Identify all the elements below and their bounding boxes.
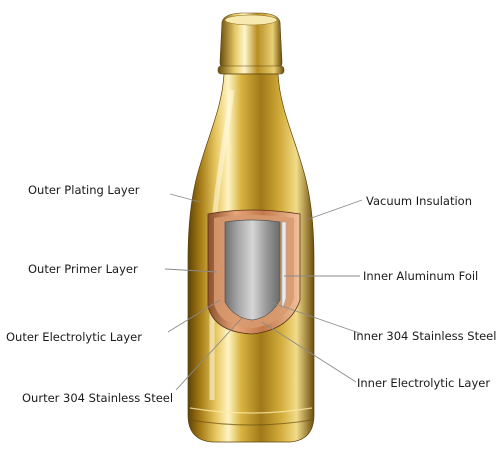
label-outer-electrolytic-layer: Outer Electrolytic Layer xyxy=(6,330,142,344)
label-vacuum-insulation: Vacuum Insulation xyxy=(366,194,472,208)
bottle-cap-ring xyxy=(217,65,285,75)
leader-outer-electrolytic-layer xyxy=(167,299,221,333)
label-inner-304-stainless-steel: Inner 304 Stainless Steel xyxy=(353,329,496,343)
bottle-bottom-rib-2 xyxy=(189,419,313,426)
leader-inner-electrolytic-layer xyxy=(261,321,357,383)
labels: Outer Plating Layer Outer Primer Layer O… xyxy=(6,183,496,405)
leader-lines xyxy=(164,193,363,391)
leader-outer-plating-layer xyxy=(169,193,201,203)
leader-vacuum-insulation xyxy=(305,199,363,221)
label-outer-plating-layer: Outer Plating Layer xyxy=(28,183,140,197)
leader-outer-304-stainless-steel xyxy=(175,317,243,391)
bottle-bottom-rib xyxy=(189,407,313,414)
leader-outer-primer-layer xyxy=(164,268,218,273)
label-outer-primer-layer: Outer Primer Layer xyxy=(28,262,138,276)
bottle-cap-top xyxy=(224,14,278,26)
cutaway-aluminum-foil xyxy=(281,221,287,309)
label-inner-aluminum-foil: Inner Aluminum Foil xyxy=(363,269,478,283)
label-outer-304-stainless-steel: Ourter 304 Stainless Steel xyxy=(22,391,173,405)
leader-inner-304-stainless-steel xyxy=(269,301,363,335)
cutaway-inner-steel xyxy=(224,219,281,321)
cutaway-section xyxy=(207,209,301,335)
label-inner-electrolytic-layer: Inner Electrolytic Layer xyxy=(357,376,490,390)
bottle xyxy=(187,12,315,443)
